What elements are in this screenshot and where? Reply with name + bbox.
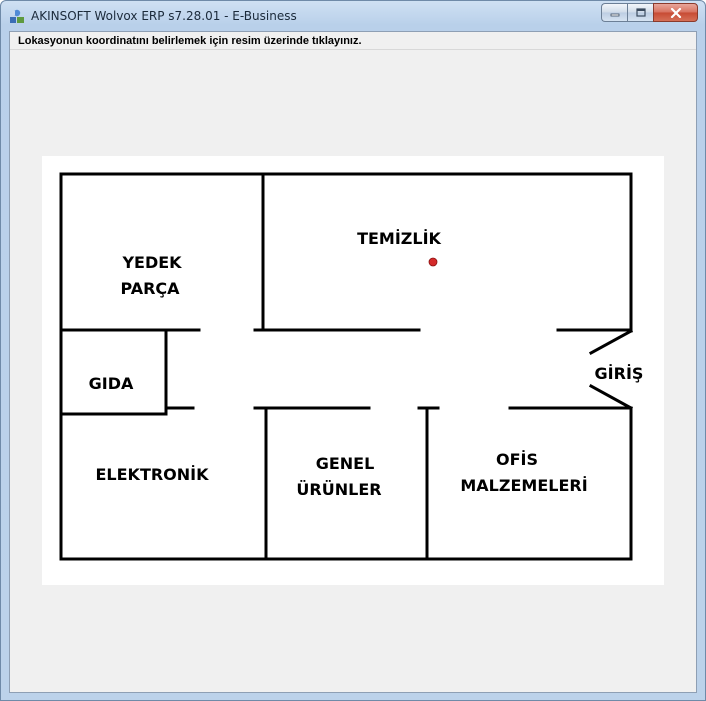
room-label-ofis-malzemeleri-line1: OFİS xyxy=(496,450,538,469)
maximize-button[interactable] xyxy=(627,3,653,22)
room-label-gida: GIDA xyxy=(89,374,134,393)
window-controls xyxy=(601,3,698,22)
room-label-yedek-parca-line2: PARÇA xyxy=(120,279,180,298)
floorplan-walls xyxy=(59,172,634,561)
room-label-genel-urunler-line2: ÜRÜNLER xyxy=(296,480,381,499)
header-divider xyxy=(10,49,696,50)
floorplan-drawing[interactable]: YEDEK PARÇA TEMİZLİK GIDA GİRİŞ ELEKTRON… xyxy=(42,156,664,585)
close-icon xyxy=(670,7,681,18)
akinsoft-app-icon[interactable] xyxy=(9,8,25,24)
maximize-icon xyxy=(635,8,646,17)
room-label-elektronik: ELEKTRONİK xyxy=(95,465,209,484)
instruction-text: Lokasyonun koordinatını belirlemek için … xyxy=(18,35,362,47)
floorplan-image[interactable]: YEDEK PARÇA TEMİZLİK GIDA GİRİŞ ELEKTRON… xyxy=(42,156,664,585)
minimize-icon xyxy=(610,13,619,16)
room-label-temizlik: TEMİZLİK xyxy=(357,229,441,248)
room-label-giris: GİRİŞ xyxy=(595,364,644,383)
client-area: Lokasyonun koordinatını belirlemek için … xyxy=(9,31,697,693)
room-label-yedek-parca-line1: YEDEK xyxy=(121,253,182,272)
close-button[interactable] xyxy=(653,3,698,22)
window-title: AKINSOFT Wolvox ERP s7.28.01 - E-Busines… xyxy=(31,9,297,23)
minimize-button[interactable] xyxy=(601,3,627,22)
room-label-genel-urunler-line1: GENEL xyxy=(316,454,375,473)
title-bar[interactable]: AKINSOFT Wolvox ERP s7.28.01 - E-Busines… xyxy=(1,1,705,31)
location-marker xyxy=(428,257,438,267)
room-label-ofis-malzemeleri-line2: MALZEMELERİ xyxy=(460,476,587,495)
